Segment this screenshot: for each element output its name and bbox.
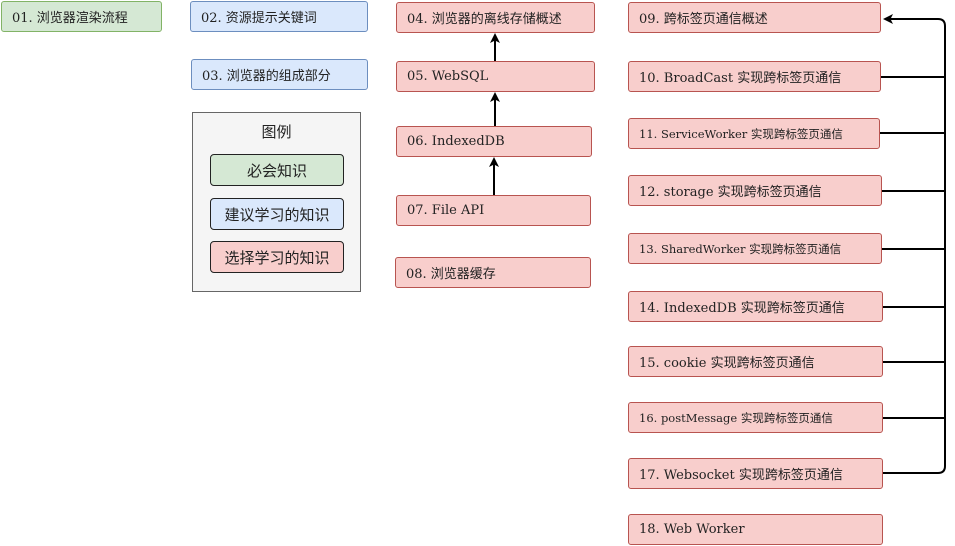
node-08: 08. 浏览器缓存 xyxy=(395,257,591,288)
node-17: 17. Websocket 实现跨标签页通信 xyxy=(628,458,883,489)
node-01-label: 01. 浏览器渲染流程 xyxy=(12,11,128,26)
node-12: 12. storage 实现跨标签页通信 xyxy=(628,175,882,206)
edge-bus-to-09 xyxy=(883,14,946,474)
node-15: 15. cookie 实现跨标签页通信 xyxy=(628,346,883,377)
node-02: 02. 资源提示关键词 xyxy=(190,1,368,32)
node-05: 05. WebSQL xyxy=(396,61,595,92)
node-13: 13. SharedWorker 实现跨标签页通信 xyxy=(628,233,882,264)
node-11-label: 11. ServiceWorker 实现跨标签页通信 xyxy=(639,126,843,141)
node-10: 10. BroadCast 实现跨标签页通信 xyxy=(628,61,881,92)
node-04: 04. 浏览器的离线存储概述 xyxy=(396,2,595,33)
legend-title: 图例 xyxy=(261,123,292,141)
node-11: 11. ServiceWorker 实现跨标签页通信 xyxy=(628,118,880,149)
node-05-label: 05. WebSQL xyxy=(407,69,489,84)
node-15-label: 15. cookie 实现跨标签页通信 xyxy=(639,356,815,371)
node-07-label: 07. File API xyxy=(407,203,485,218)
node-06: 06. IndexedDB xyxy=(396,126,592,157)
node-07: 07. File API xyxy=(396,195,591,226)
node-16-label: 16. postMessage 实现跨标签页通信 xyxy=(639,410,833,425)
node-03-label: 03. 浏览器的组成部分 xyxy=(202,69,331,84)
node-03: 03. 浏览器的组成部分 xyxy=(191,59,368,90)
node-16: 16. postMessage 实现跨标签页通信 xyxy=(628,402,883,433)
node-09-label: 09. 跨标签页通信概述 xyxy=(639,12,768,27)
legend-optional: 选择学习的知识 xyxy=(210,241,344,273)
node-01: 01. 浏览器渲染流程 xyxy=(1,1,162,32)
legend-required: 必会知识 xyxy=(210,154,344,186)
node-02-label: 02. 资源提示关键词 xyxy=(201,11,317,26)
node-18-label: 18. Web Worker xyxy=(639,522,745,537)
node-14-label: 14. IndexedDB 实现跨标签页通信 xyxy=(639,301,845,316)
node-14: 14. IndexedDB 实现跨标签页通信 xyxy=(628,291,883,322)
legend-suggested: 建议学习的知识 xyxy=(210,198,344,230)
node-09: 09. 跨标签页通信概述 xyxy=(628,2,881,33)
node-18: 18. Web Worker xyxy=(628,514,883,545)
node-12-label: 12. storage 实现跨标签页通信 xyxy=(639,185,822,200)
legend: 图例 必会知识 建议学习的知识 选择学习的知识 xyxy=(192,112,361,292)
node-06-label: 06. IndexedDB xyxy=(407,134,505,149)
node-08-label: 08. 浏览器缓存 xyxy=(406,267,496,282)
node-10-label: 10. BroadCast 实现跨标签页通信 xyxy=(639,71,842,86)
node-13-label: 13. SharedWorker 实现跨标签页通信 xyxy=(639,241,842,256)
node-04-label: 04. 浏览器的离线存储概述 xyxy=(407,12,562,27)
node-17-label: 17. Websocket 实现跨标签页通信 xyxy=(639,468,843,483)
